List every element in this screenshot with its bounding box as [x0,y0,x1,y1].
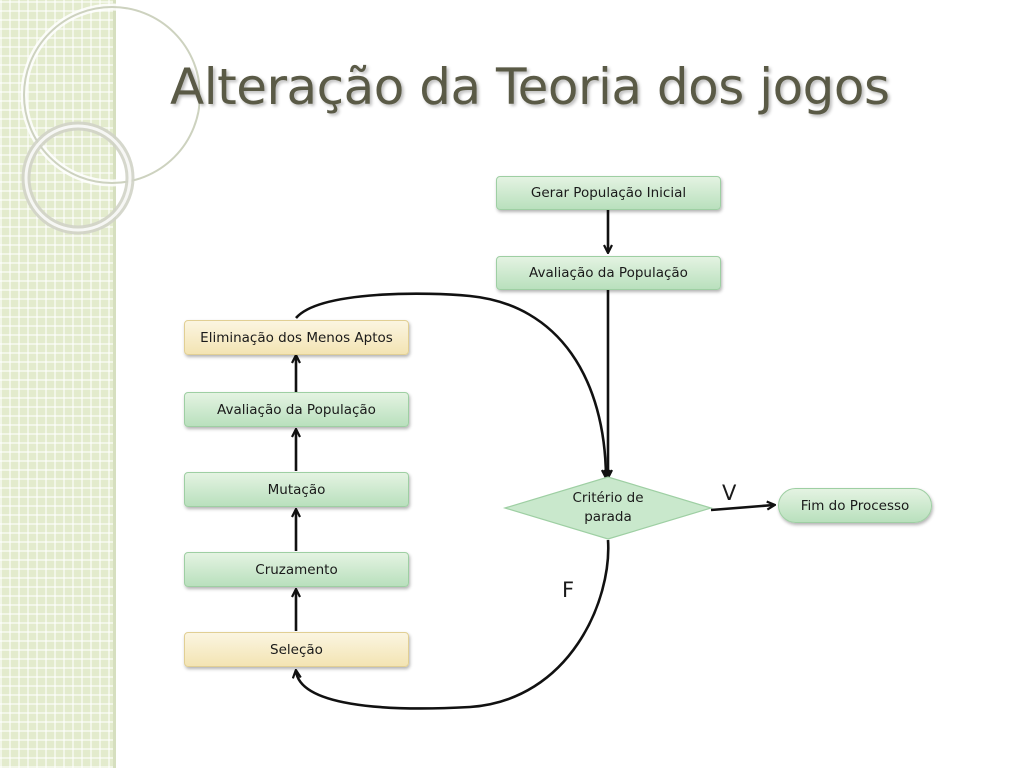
node-eliminacao-menos-aptos: Eliminação dos Menos Aptos [184,320,409,355]
decision-diamond [502,476,714,540]
edge-criterio-to-selecao [296,539,610,710]
node-criterio-de-parada: Critério de parada [572,490,644,525]
node-selecao: Seleção [184,632,409,667]
edge-label-true: V [722,481,737,505]
node-gerar-populacao-inicial: Gerar População Inicial [496,176,721,210]
sidebar-edge [113,0,116,768]
node-fim-do-processo: Fim do Processo [778,488,932,523]
edge-criterio-to-fim [710,505,774,512]
node-cruzamento: Cruzamento [184,552,409,587]
node-avaliacao-populacao-top: Avaliação da População [496,256,721,290]
edge-label-false: F [562,578,575,602]
node-mutacao: Mutação [184,472,409,507]
node-avaliacao-populacao-left: Avaliação da População [184,392,409,427]
edge-eliminacao-to-criterio [295,292,606,477]
slide-title: Alteração da Teoria dos jogos [170,58,890,116]
decorative-circles [20,3,200,235]
